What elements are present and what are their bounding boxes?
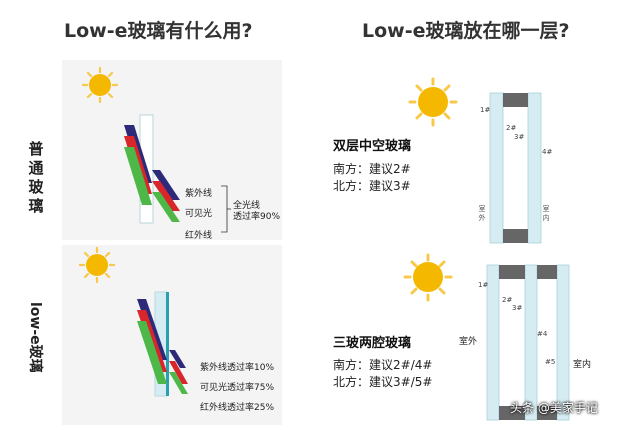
double-surface-1: 1# [480, 106, 491, 114]
double-glass-diagram [489, 92, 542, 244]
triple-glass-title: 三玻两腔玻璃 [333, 336, 412, 351]
right-panel-bg [320, 60, 638, 425]
triple-glass-south: 南方：建议2#/4# [333, 358, 433, 372]
lowe-uv-label: 紫外线透过率10% [200, 363, 275, 373]
sun-icon [408, 77, 458, 127]
ordinary-ir-label: 红外线 [185, 231, 213, 241]
double-glass-south: 南方：建议2# [333, 162, 411, 176]
triple-surface-1: 1# [478, 281, 489, 289]
sun-icon [403, 253, 453, 302]
double-surface-2: 2# [506, 124, 517, 132]
full-transmittance-label: 透过率90% [233, 212, 281, 222]
triple-indoor-label: 室内 [573, 360, 592, 370]
triple-glass-north: 北方：建议3#/5# [333, 375, 433, 389]
triple-glass-diagram [486, 264, 570, 421]
double-surface-3: 3# [514, 133, 525, 141]
sun-icon [81, 66, 119, 104]
left-title: Low-e玻璃有什么用? [64, 20, 253, 42]
sun-icon [78, 246, 116, 284]
lowe-coating [166, 292, 169, 396]
double-glass-title: 双层中空玻璃 [333, 139, 412, 154]
full-spectrum-label: 全光线 [233, 201, 261, 211]
ordinary-uv-label: 紫外线 [185, 189, 213, 199]
ordinary-visible-label: 可见光 [185, 209, 213, 219]
triple-outdoor-label: 室外 [459, 337, 478, 347]
double-indoor-label: 室内 [542, 205, 550, 222]
double-surface-4: 4# [542, 148, 553, 156]
watermark: 头条 @美家手记 [510, 401, 598, 415]
lowe-ir-label: 红外线透过率25% [200, 403, 275, 413]
ordinary-glass-label: 普通玻璃 [28, 140, 44, 215]
lowe-visible-label: 可见光透过率75% [200, 383, 275, 393]
right-title: Low-e玻璃放在哪一层? [362, 20, 570, 42]
triple-surface-3: 3# [512, 304, 523, 312]
triple-surface-5: #5 [545, 358, 556, 366]
triple-surface-4: #4 [537, 330, 548, 338]
double-glass-north: 北方：建议3# [333, 179, 411, 193]
double-outdoor-label: 室外 [478, 205, 486, 222]
triple-surface-2: 2# [502, 296, 513, 304]
